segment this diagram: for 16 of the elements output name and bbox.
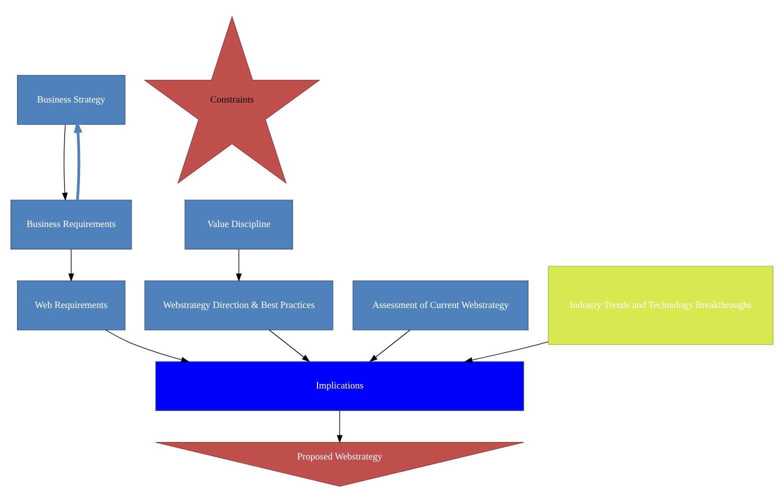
node-box: Assessment of Current Webstrategy [352,280,528,330]
node-box: Web Requirements [17,280,126,330]
arrow [369,329,410,362]
node-box: Business Strategy [17,74,126,124]
arrow [336,410,343,443]
arrow [105,329,190,362]
node-box: Implications [155,360,524,410]
arrow [68,248,74,282]
node-box: Business Requirements [10,199,132,249]
arrow [269,329,310,362]
node-box: Webstrategy Direction & Best Practices [144,280,334,330]
arrow [236,248,242,282]
arrow [464,340,548,362]
node-box: Industry Trends and Technology Breakthroughs [548,265,774,344]
arrow [62,124,68,200]
node-box: Value Discipline [184,199,294,249]
